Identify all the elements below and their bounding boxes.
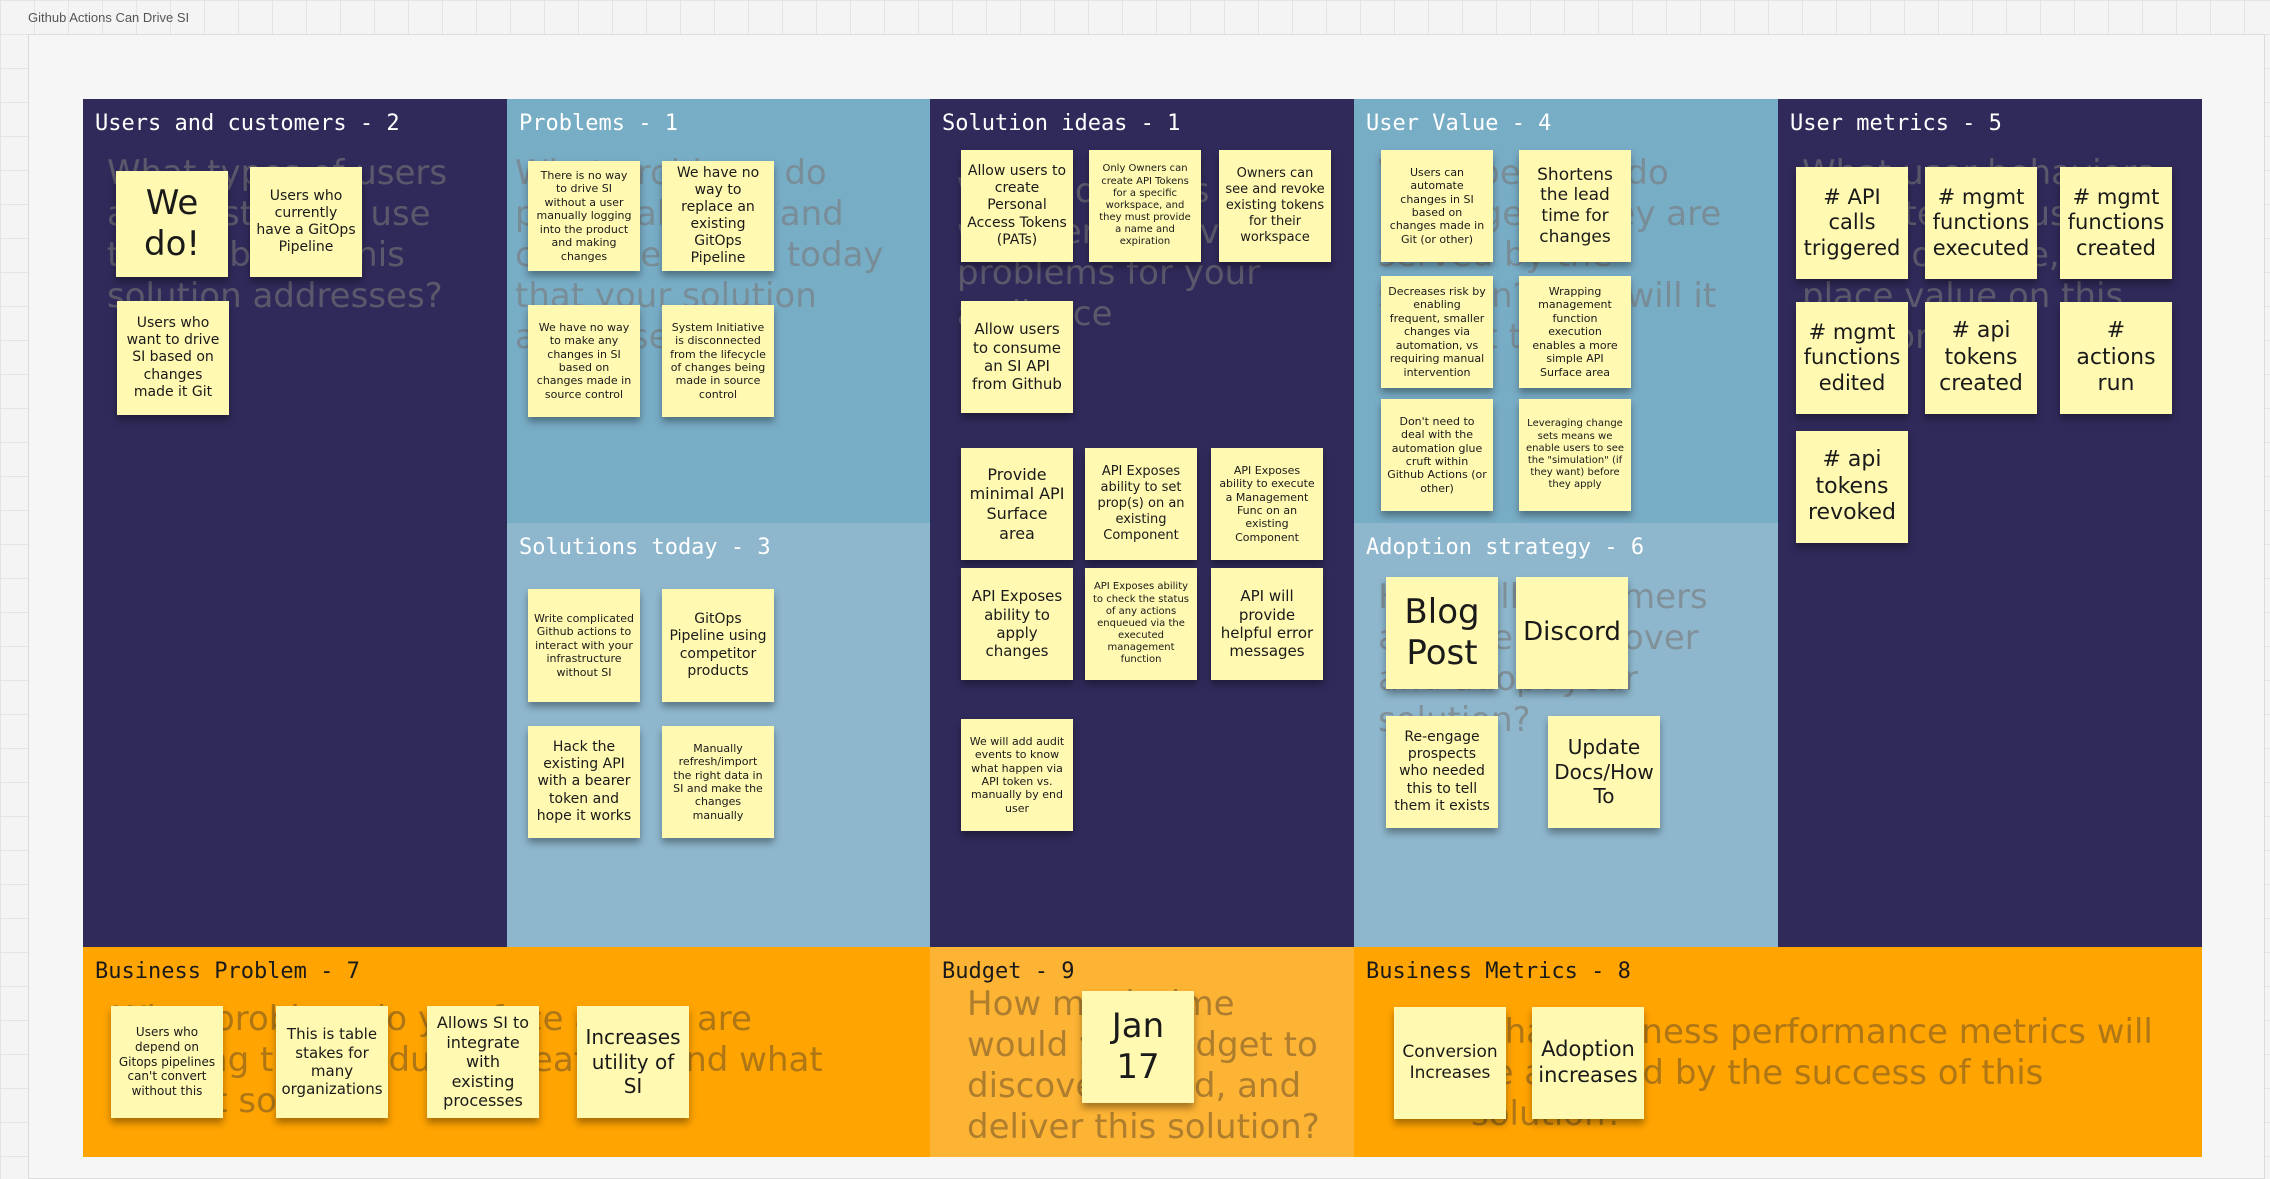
sticky-note[interactable]: # actions run	[2060, 302, 2172, 414]
sticky-note[interactable]: Discord	[1516, 577, 1628, 689]
sticky-note[interactable]: # API calls triggered	[1796, 167, 1908, 279]
sticky-note[interactable]: Increases utility of SI	[577, 1006, 689, 1118]
section-adoption-strategy[interactable]: Adoption strategy - 6 How will customers…	[1354, 523, 1778, 947]
sticky-note[interactable]: API Exposes ability to apply changes	[961, 568, 1073, 680]
sticky-note[interactable]: Allow users to consume an SI API from Gi…	[961, 301, 1073, 413]
sticky-note[interactable]: Don't need to deal with the automation g…	[1381, 399, 1493, 511]
sticky-note[interactable]: System Initiative is disconnected from t…	[662, 305, 774, 417]
sticky-note[interactable]: We have no way to make any changes in SI…	[528, 305, 640, 417]
sticky-note[interactable]: # api tokens created	[1925, 302, 2037, 414]
sticky-note[interactable]: Only Owners can create API Tokens for a …	[1089, 150, 1201, 262]
section-solution-ideas[interactable]: Solution ideas - 1 What solutions could …	[930, 99, 1354, 947]
sticky-note[interactable]: Blog Post	[1386, 577, 1498, 689]
sticky-note[interactable]: Update Docs/How To	[1548, 716, 1660, 828]
section-title: Business Problem - 7	[95, 959, 360, 984]
sticky-note[interactable]: Users who currently have a GitOps Pipeli…	[250, 167, 362, 277]
sticky-note[interactable]: We will add audit events to know what ha…	[961, 719, 1073, 831]
sticky-note[interactable]: Write complicated Github actions to inte…	[528, 589, 640, 702]
sticky-note[interactable]: Users who want to drive SI based on chan…	[117, 301, 229, 415]
section-solutions-today[interactable]: Solutions today - 3 Write complicated Gi…	[507, 523, 930, 947]
sticky-note[interactable]: We have no way to replace an existing Gi…	[662, 161, 774, 271]
section-title: Problems - 1	[519, 111, 678, 136]
sticky-note[interactable]: API will provide helpful error messages	[1211, 568, 1323, 680]
sticky-note[interactable]: Decreases risk by enabling frequent, sma…	[1381, 276, 1493, 388]
sticky-note[interactable]: Provide minimal API Surface area	[961, 448, 1073, 560]
sticky-note[interactable]: Hack the existing API with a bearer toke…	[528, 726, 640, 838]
sticky-note[interactable]: We do!	[116, 171, 228, 277]
sticky-note[interactable]: Re-engage prospects who needed this to t…	[1386, 716, 1498, 828]
sticky-note[interactable]: # mgmt functions edited	[1796, 302, 1908, 414]
section-user-metrics[interactable]: User metrics - 5 What user behaviors ind…	[1778, 99, 2202, 947]
sticky-note[interactable]: API Exposes ability to check the status …	[1085, 568, 1197, 680]
sticky-note[interactable]: Conversion Increases	[1394, 1007, 1506, 1119]
sticky-note[interactable]: # mgmt functions executed	[1925, 167, 2037, 279]
section-title: Users and customers - 2	[95, 111, 400, 136]
section-business-problem[interactable]: Business Problem - 7 What problem do you…	[83, 947, 930, 1157]
section-title: Solution ideas - 1	[942, 111, 1181, 136]
sticky-note[interactable]: Jan 17	[1082, 991, 1194, 1103]
sticky-note[interactable]: Adoption increases	[1532, 1007, 1644, 1119]
section-title: User Value - 4	[1366, 111, 1552, 136]
sticky-note[interactable]: API Exposes ability to execute a Managem…	[1211, 448, 1323, 560]
section-problems[interactable]: Problems - 1 What problems do potential …	[507, 99, 930, 523]
section-title: Business Metrics - 8	[1366, 959, 1631, 984]
sticky-note[interactable]: # api tokens revoked	[1796, 431, 1908, 543]
sticky-note[interactable]: Owners can see and revoke existing token…	[1219, 150, 1331, 262]
section-users-and-customers[interactable]: Users and customers - 2 What types of us…	[83, 99, 507, 947]
sticky-note[interactable]: Users who depend on Gitops pipelines can…	[111, 1006, 223, 1118]
sticky-note[interactable]: # mgmt functions created	[2060, 167, 2172, 279]
sticky-note[interactable]: Manually refresh/import the right data i…	[662, 726, 774, 838]
sticky-note[interactable]: Users can automate changes in SI based o…	[1381, 150, 1493, 262]
section-user-value[interactable]: User Value - 4 What benefits do users ge…	[1354, 99, 1778, 523]
section-title: Budget - 9	[942, 959, 1075, 984]
sticky-note[interactable]: This is table stakes for many organizati…	[276, 1006, 388, 1118]
section-title: Solutions today - 3	[519, 535, 771, 560]
section-title: Adoption strategy - 6	[1366, 535, 1645, 560]
section-budget[interactable]: Budget - 9 How much time would you budge…	[930, 947, 1354, 1157]
board-title: Github Actions Can Drive SI	[28, 10, 190, 25]
section-title: User metrics - 5	[1790, 111, 2002, 136]
section-business-metrics[interactable]: Business Metrics - 8 What business perfo…	[1354, 947, 2202, 1157]
sticky-note[interactable]: Allow users to create Personal Access To…	[961, 150, 1073, 262]
sticky-note[interactable]: There is no way to drive SI without a us…	[528, 161, 640, 271]
sticky-note[interactable]: Wrapping management function execution e…	[1519, 276, 1631, 388]
sticky-note[interactable]: API Exposes ability to set prop(s) on an…	[1085, 448, 1197, 560]
sticky-note[interactable]: Leveraging change sets means we enable u…	[1519, 399, 1631, 511]
sticky-note[interactable]: GitOps Pipeline using competitor product…	[662, 589, 774, 702]
sticky-note[interactable]: Shortens the lead time for changes	[1519, 150, 1631, 262]
sticky-note[interactable]: Allows SI to integrate with existing pro…	[427, 1006, 539, 1118]
